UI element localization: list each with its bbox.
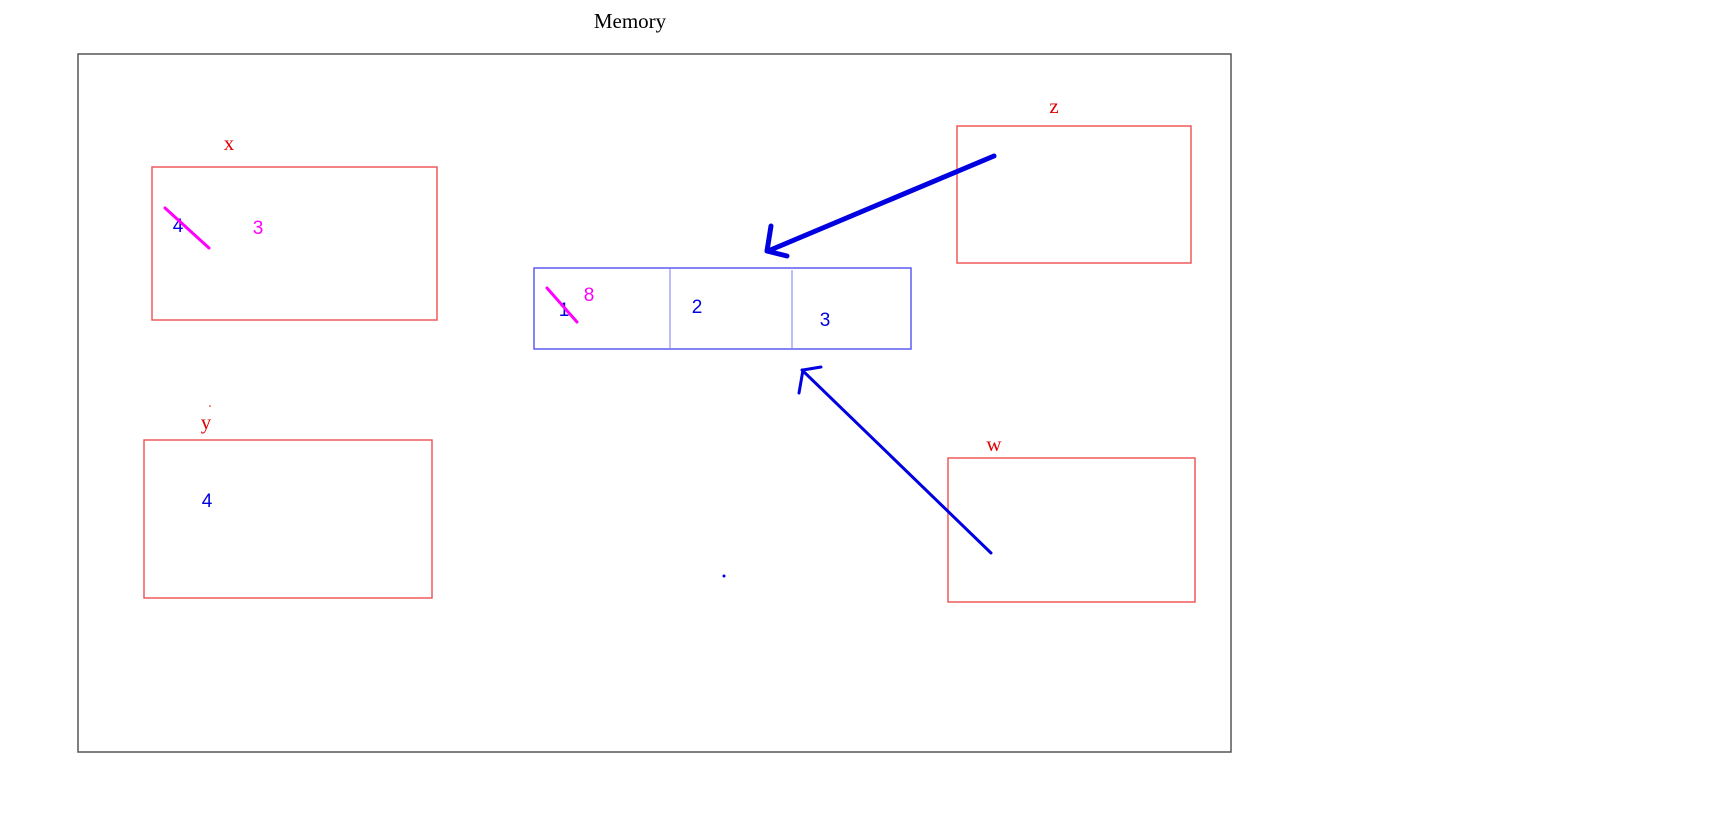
variable-x-old-value: 4	[173, 216, 184, 237]
arrow-z-head	[764, 223, 790, 259]
variable-y-label: y	[201, 410, 212, 434]
stray-dot	[209, 405, 211, 407]
variable-z: z	[956, 94, 1192, 264]
variable-w: w	[947, 432, 1196, 603]
variable-x-new-value: 3	[253, 218, 264, 239]
variable-z-box	[956, 125, 1192, 264]
stray-ink-dot	[722, 574, 726, 578]
array-cell-0-old-value: 1	[559, 300, 570, 321]
array-object: 1 8 2 3	[533, 267, 912, 350]
variable-y: y 4	[143, 405, 433, 599]
arrow-w-head	[797, 365, 823, 395]
variable-x-box	[151, 166, 438, 321]
variable-y-box	[143, 439, 433, 599]
variable-y-value: 4	[202, 491, 213, 512]
memory-frame	[77, 53, 1232, 753]
variable-x: x 4 3	[151, 131, 438, 321]
arrow-w-to-array	[797, 365, 993, 555]
variable-w-box	[947, 457, 1196, 603]
arrow-z-shaft	[765, 153, 997, 254]
array-box	[533, 267, 912, 350]
array-cell-0-strike	[545, 286, 579, 324]
variable-x-strike	[163, 206, 211, 250]
diagram-title: Memory	[594, 9, 667, 33]
variable-z-label: z	[1049, 94, 1058, 118]
arrow-w-shaft	[800, 368, 993, 555]
variable-x-label: x	[224, 131, 235, 155]
array-cell-2-value: 3	[820, 310, 831, 331]
array-cell-1-value: 2	[692, 297, 703, 318]
array-cell-0-new-value: 8	[584, 285, 595, 306]
variable-w-label: w	[986, 432, 1002, 456]
arrow-z-to-array	[764, 153, 997, 259]
